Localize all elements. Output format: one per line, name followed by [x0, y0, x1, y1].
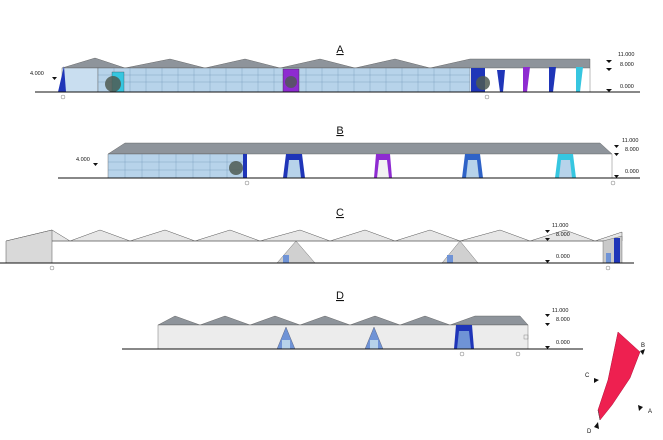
elevation-b-annex-glass [107, 153, 246, 179]
elevation-a-tree [105, 76, 121, 92]
elevation-b-mullions [108, 154, 245, 178]
elevation-b-level-marker-top [614, 145, 619, 148]
elevation-d-grid-mark [459, 351, 465, 357]
elevation-a-roof [61, 57, 591, 69]
elevation-d-level-eave: 8.000 [556, 317, 570, 323]
elevation-a-canopy-portals [497, 67, 583, 92]
elevation-a-tree-2 [285, 76, 297, 88]
elevation-c-level-top: 11.000 [552, 223, 568, 229]
key-plan-building-footprint [597, 331, 641, 421]
elevation-c-level-ground: 0.000 [556, 254, 570, 260]
elevation-a-level-marker-eave [606, 68, 612, 71]
elevation-a: A [30, 44, 640, 100]
elevation-d-roof [157, 315, 529, 326]
elevation-b-level-marker-ground [614, 175, 619, 178]
elevation-a-level-ground: 0.000 [620, 84, 634, 90]
elevation-d-portals [276, 325, 474, 350]
elevation-a-level-marker-annex [52, 77, 57, 80]
elevation-c-end-wall [5, 229, 53, 264]
elevation-b-level-top: 11.000 [622, 138, 638, 144]
elevation-d: D 11.000 8.000 0.000 [122, 290, 583, 357]
elevation-d-level-marker-eave [545, 323, 550, 326]
elevation-c-portal-1-door [283, 255, 289, 263]
elevation-b-level-ground: 0.000 [625, 169, 639, 175]
key-plan: B C A D [585, 331, 652, 435]
elevation-b-level-marker-eave [614, 153, 619, 156]
key-plan-label-a: A [648, 409, 652, 415]
elevation-a-grid-mark [60, 94, 66, 100]
elevation-b-tree [229, 161, 243, 175]
elevation-a-annex-glass [61, 67, 99, 93]
elevation-a-title: A [336, 44, 344, 56]
elevation-c-level-marker-eave [545, 238, 550, 241]
key-plan-arrow-b [640, 349, 645, 355]
elevation-c-level-marker-top [545, 230, 550, 233]
elevation-d-level-ground: 0.000 [556, 340, 570, 346]
elevation-c-portal-1 [276, 240, 316, 264]
elevation-b-grid-mark [244, 180, 250, 186]
elevation-c-end-blue [614, 238, 620, 263]
elevation-c-end-door [606, 253, 611, 263]
elevation-d-grid-mark-2 [515, 351, 521, 357]
elevation-a-mullions [98, 68, 470, 92]
elevation-a-level-top: 11.000 [618, 52, 634, 58]
key-plan-arrow-d [594, 422, 599, 429]
elevation-c-grid-mark-2 [605, 265, 611, 271]
elevation-c-title: C [336, 207, 344, 219]
key-plan-outline [597, 409, 601, 421]
elevation-c-level-marker-ground [545, 260, 550, 263]
elevation-b-roof [107, 142, 613, 155]
elevation-c-grid-mark [49, 265, 55, 271]
key-plan-label-c: C [585, 373, 590, 379]
elevation-c-portal-2-door [447, 255, 453, 263]
elevation-a-level-marker-ground [606, 89, 612, 92]
elevation-b-blue-frame [243, 154, 247, 178]
elevation-c-level-eave: 8.000 [556, 232, 570, 238]
elevation-b-title: B [336, 125, 343, 137]
elevation-a-tree-3 [476, 76, 490, 90]
elevation-d-end-detail [523, 334, 529, 340]
elevation-b-grid-mark-2 [610, 180, 616, 186]
key-plan-arrow-c [594, 378, 599, 383]
key-plan-label-b: B [641, 343, 645, 349]
elevation-c-roof [5, 229, 623, 242]
elevation-d-title: D [336, 290, 344, 302]
elevation-d-level-marker-ground [545, 346, 550, 349]
elevation-a-grid-mark-2 [484, 94, 490, 100]
elevation-c: C 11.000 8.000 0.000 [0, 207, 634, 271]
elevation-b-level-marker-annex [93, 163, 98, 166]
elevation-a-level-eave: 8.000 [620, 62, 634, 68]
elevation-b-level-annex: 4.000 [76, 157, 90, 163]
elevation-d-level-marker-top [545, 314, 550, 317]
elevation-a-left-portal [58, 66, 66, 92]
elevation-b: B 4.000 11. [58, 125, 640, 186]
elevation-a-level-annex: 4.000 [30, 71, 44, 77]
elevation-b-canopy-portals [283, 154, 576, 178]
elevation-a-level-marker-top [606, 60, 612, 63]
elevation-d-level-top: 11.000 [552, 308, 568, 314]
elevation-b-level-eave: 8.000 [625, 147, 639, 153]
key-plan-arrow-a [638, 405, 643, 411]
key-plan-label-d: D [587, 429, 592, 435]
